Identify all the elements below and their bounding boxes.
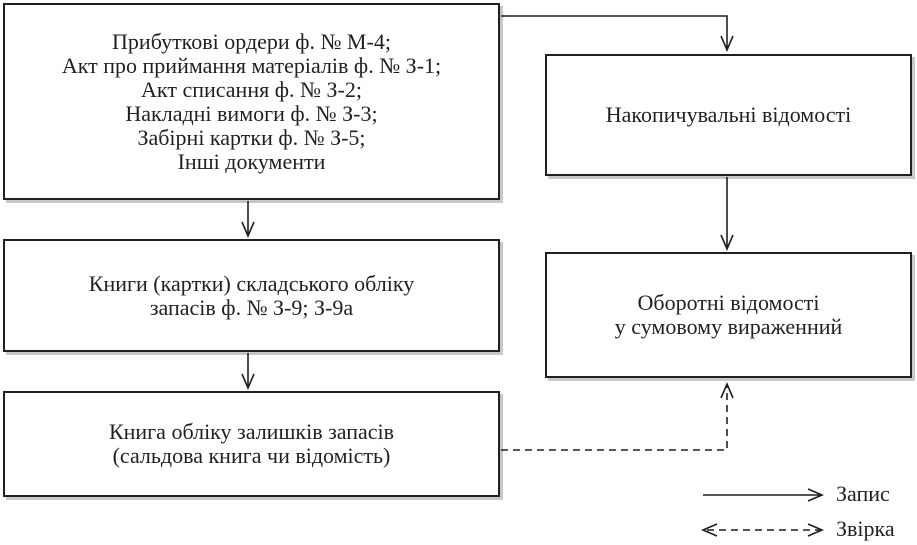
stock-cards-box: Книги (картки) складського обліку запасі… [3, 239, 500, 352]
source-line-4: Накладні вимоги ф. № З-3; [125, 100, 378, 126]
stock-cards-line-1: Книги (картки) складського обліку [88, 270, 415, 296]
legend-record-label: Запис [836, 481, 890, 506]
balance-book-line-1: Книга обліку залишків запасів [108, 419, 395, 444]
arrow-cumulative-to-turnover [720, 177, 734, 252]
source-line-5: Забірні картки ф. № З-5; [137, 124, 366, 150]
arrow-stock-cards-to-balance-book [241, 353, 255, 391]
source-line-1: Прибуткові ордери ф. № М-4; [112, 28, 391, 54]
stock-cards-line-2: запасів ф. № З-9; З-9а [149, 294, 354, 320]
arrow-sources-to-stock-cards [241, 201, 255, 239]
legend-check-left-head [700, 523, 718, 537]
balance-book-box: Книга обліку залишків запасів (сальдова … [3, 391, 500, 497]
turnover-statements-box: Оборотні відомості у сумовому вираженний [545, 252, 912, 378]
source-documents-box: Прибуткові ордери ф. № М-4; Акт про прий… [3, 3, 500, 200]
legend-check-label: Звірка [836, 516, 895, 541]
legend-record-arrow [703, 488, 825, 502]
dashed-check-arrowhead [720, 381, 734, 399]
source-line-3: Акт списання ф. № З-2; [141, 76, 362, 102]
cumulative-statements-box: Накопичувальні відомості [545, 54, 912, 176]
turnover-line-1: Оборотні відомості [637, 290, 820, 315]
source-line-2: Акт про приймання матеріалів ф. № З-1; [61, 52, 442, 78]
balance-book-line-2: (сальдова книга чи відомість) [112, 443, 391, 468]
turnover-line-2: у сумовому вираженний [614, 314, 843, 339]
legend-check-right-head [807, 523, 825, 537]
cumulative-line-1: Накопичувальні відомості [605, 102, 852, 127]
source-line-6: Інші документи [177, 148, 326, 174]
arrow-sources-to-cumulative [501, 15, 734, 53]
dashed-check-balance-to-turnover [501, 384, 728, 451]
